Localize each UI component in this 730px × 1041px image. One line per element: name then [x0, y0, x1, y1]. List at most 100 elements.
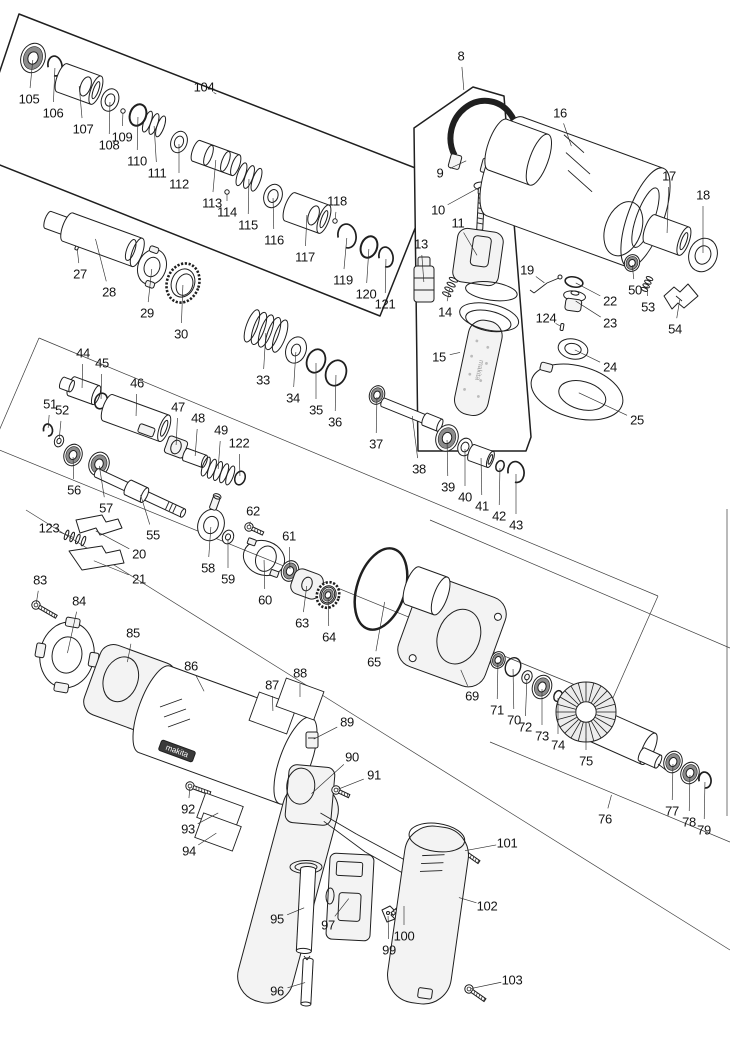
leader-line-10 — [447, 186, 481, 206]
leader-line-111 — [153, 125, 157, 163]
part-47 — [163, 435, 189, 459]
leader-line-19 — [535, 276, 545, 284]
leader-line-70 — [512, 668, 515, 710]
leader-line-46 — [135, 393, 138, 417]
part-label-112: 112 — [169, 177, 189, 192]
construction-line — [25, 509, 730, 951]
leader-line-9 — [449, 160, 467, 169]
part-label-87: 87 — [265, 678, 279, 693]
leader-line-41 — [480, 457, 483, 496]
part-label-124: 124 — [536, 311, 557, 326]
part-label-65: 65 — [367, 655, 381, 670]
leader-line-92 — [188, 787, 191, 799]
leader-line-96 — [287, 982, 306, 989]
part-label-34: 34 — [286, 391, 300, 406]
part-33 — [243, 309, 289, 353]
part-13 — [413, 256, 435, 303]
leader-line-76 — [607, 794, 612, 809]
part-label-64: 64 — [322, 630, 336, 645]
part-label-111: 111 — [148, 166, 167, 181]
leader-line-37 — [375, 396, 378, 434]
leader-line-8 — [461, 66, 465, 91]
part-92 — [185, 781, 212, 796]
part-label-43: 43 — [509, 518, 523, 533]
leader-line-97 — [334, 898, 350, 917]
part-97 — [325, 852, 375, 942]
part-label-35: 35 — [309, 403, 323, 418]
leader-line-16 — [563, 123, 572, 147]
part-label-115: 115 — [238, 218, 258, 233]
part-55 — [93, 468, 187, 518]
part-label-106: 106 — [43, 106, 64, 121]
leader-line-119 — [343, 237, 348, 270]
part-54 — [663, 283, 699, 310]
part-114 — [224, 189, 230, 195]
part-17 — [642, 214, 692, 256]
part-label-48: 48 — [191, 411, 205, 426]
part-35 — [305, 348, 327, 374]
part-label-10: 10 — [431, 203, 445, 218]
leader-line-105 — [29, 59, 34, 89]
part-label-119: 119 — [333, 273, 353, 288]
leader-line-13 — [421, 254, 425, 283]
leader-line-47 — [175, 417, 178, 446]
part-label-123: 123 — [39, 521, 60, 536]
part-label-93: 93 — [181, 822, 195, 837]
part-label-54: 54 — [668, 322, 682, 337]
part-label-103: 103 — [502, 973, 523, 988]
part-64 — [315, 580, 341, 610]
leader-line-84 — [67, 611, 77, 654]
part-label-28: 28 — [102, 285, 116, 300]
leader-line-89 — [313, 726, 338, 740]
part-16 — [479, 116, 671, 268]
leader-line-42 — [498, 467, 501, 506]
part-label-84: 84 — [72, 594, 86, 609]
leader-line-52 — [58, 420, 62, 440]
leader-line-103 — [470, 981, 502, 989]
part-label-29: 29 — [140, 306, 154, 321]
leader-line-77 — [671, 763, 674, 801]
leader-line-14 — [446, 288, 450, 302]
leader-line-120 — [366, 248, 370, 284]
leader-line-99 — [387, 915, 390, 940]
part-label-20: 20 — [132, 547, 146, 562]
leader-line-58 — [208, 526, 212, 558]
part-52 — [53, 434, 65, 448]
part-59 — [221, 529, 235, 545]
part-label-94: 94 — [182, 844, 196, 859]
leader-line-124 — [555, 323, 561, 327]
callout-labels: 1041051061071081091101111121131141151161… — [19, 49, 712, 999]
part-label-74: 74 — [551, 738, 565, 753]
leader-line-79 — [703, 781, 706, 820]
leader-line-56 — [72, 456, 75, 480]
part-label-24: 24 — [603, 360, 617, 375]
construction-line — [38, 337, 659, 597]
part-label-14: 14 — [438, 305, 452, 320]
part-label-85: 85 — [126, 626, 140, 641]
leader-line-69 — [460, 669, 468, 687]
part-label-41: 41 — [475, 499, 489, 514]
part-29 — [136, 245, 168, 289]
part-label-90: 90 — [345, 750, 359, 765]
part-label-70: 70 — [507, 713, 521, 728]
part-122 — [233, 470, 247, 486]
part-label-47: 47 — [171, 400, 185, 415]
part-60 — [242, 537, 286, 578]
part-11 — [452, 227, 518, 302]
part-53 — [640, 275, 654, 293]
leader-line-17 — [666, 186, 669, 234]
leader-line-23 — [575, 300, 601, 318]
part-56 — [63, 443, 83, 467]
part-label-105: 105 — [19, 92, 40, 107]
part-71 — [490, 651, 506, 669]
part-116 — [263, 183, 283, 209]
part-50 — [623, 254, 641, 272]
part-49 — [200, 456, 236, 486]
part-label-18: 18 — [696, 188, 710, 203]
leader-line-38 — [411, 415, 418, 459]
part-107 — [54, 63, 104, 105]
part-label-79: 79 — [697, 823, 711, 838]
leader-line-104 — [213, 92, 217, 95]
leader-line-51 — [47, 414, 50, 429]
leader-line-122 — [238, 453, 241, 477]
